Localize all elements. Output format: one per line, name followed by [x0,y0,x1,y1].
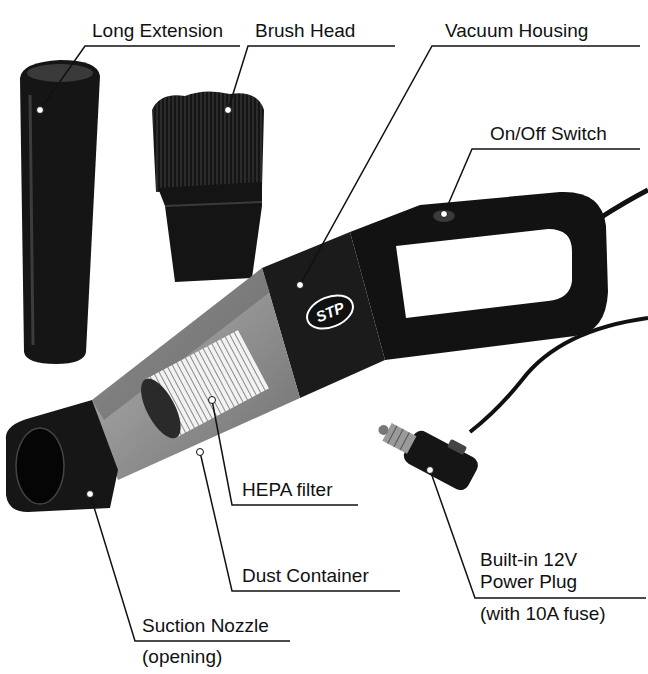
part-note: (opening) [142,646,222,668]
part-label: Vacuum Housing [445,20,588,42]
part-label: Brush Head [255,20,355,42]
part-label: Built-in 12V Power Plug [480,549,630,593]
leader-dots [37,107,448,498]
part-label: Dust Container [242,565,369,587]
part-label: HEPA filter [242,479,332,501]
brush-head [152,91,264,282]
part-label: On/Off Switch [490,123,607,145]
part-label: Long Extension [92,20,223,42]
part-label: Suction Nozzle [142,615,269,637]
part-note: (with 10A fuse) [480,603,606,625]
vacuum-body [6,190,648,512]
long-extension [20,60,100,364]
leader-lines [40,46,646,641]
power-plug [371,318,648,493]
